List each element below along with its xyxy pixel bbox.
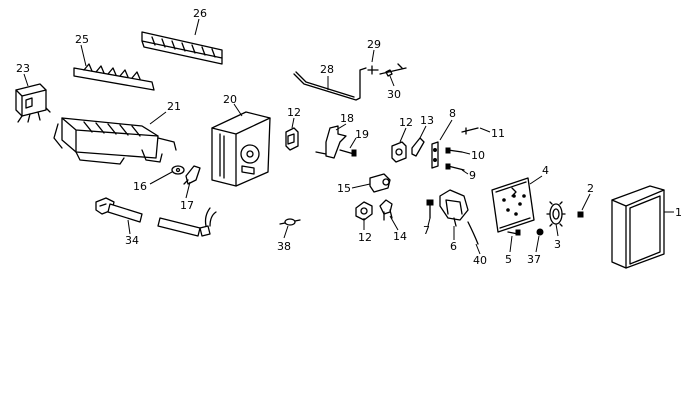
heater-harness — [157, 207, 217, 237]
part-9-screw — [445, 163, 469, 175]
callout-16: 16 — [133, 180, 147, 193]
callout-25: 25 — [75, 33, 89, 46]
part-40-wire — [467, 221, 481, 255]
callout-34: 34 — [125, 234, 139, 247]
callout-12-c: 12 — [358, 231, 372, 244]
callout-9: 9 — [469, 169, 476, 182]
callout-37: 37 — [527, 253, 541, 266]
part-12-clip-b — [391, 127, 407, 163]
callout-23: 23 — [16, 62, 30, 75]
part-34-fill-tube — [95, 197, 143, 235]
part-19-screw — [339, 137, 357, 157]
part-16-nut — [149, 165, 185, 185]
part-4-plate — [491, 175, 543, 233]
part-28-arm — [293, 67, 367, 101]
part-12-clip-c — [355, 201, 373, 230]
callout-7: 7 — [423, 224, 430, 237]
callout-2: 2 — [587, 182, 594, 195]
callout-13: 13 — [420, 114, 434, 127]
callout-21: 21 — [167, 100, 181, 113]
part-13-cam — [411, 125, 427, 157]
part-18-bracket — [315, 123, 347, 159]
part-25-ejector — [73, 44, 155, 91]
callout-4: 4 — [542, 164, 549, 177]
callout-20: 20 — [223, 93, 237, 106]
callout-19: 19 — [355, 128, 369, 141]
part-11-screw — [461, 127, 491, 135]
part-5-screw — [507, 229, 521, 253]
callout-40: 40 — [473, 254, 487, 267]
callout-12-b: 12 — [399, 116, 413, 129]
part-1-cover — [611, 185, 674, 269]
callout-labels: 26 25 23 21 20 12 28 29 30 18 19 12 13 8… — [16, 7, 682, 267]
callout-15: 15 — [337, 182, 351, 195]
part-21-ice-mold — [53, 111, 177, 165]
callout-17: 17 — [180, 199, 194, 212]
callout-10: 10 — [471, 149, 485, 162]
callout-3: 3 — [554, 238, 561, 251]
callout-6: 6 — [450, 240, 457, 253]
part-3-gear — [546, 201, 566, 237]
part-8-lever — [431, 119, 453, 169]
part-14-clip — [379, 199, 399, 231]
callout-5: 5 — [505, 253, 512, 266]
part-7-screw — [426, 199, 434, 227]
part-37-screw — [535, 228, 544, 253]
callout-12-a: 12 — [287, 106, 301, 119]
part-26-comb-bar — [141, 18, 223, 65]
part-10-screw — [445, 147, 471, 155]
callout-28: 28 — [320, 63, 334, 76]
callout-14: 14 — [393, 230, 407, 243]
part-29-screw — [367, 49, 379, 75]
callout-18: 18 — [340, 112, 354, 125]
callout-11: 11 — [491, 127, 505, 140]
callout-30: 30 — [387, 88, 401, 101]
part-38-clip — [279, 218, 301, 239]
callout-29: 29 — [367, 38, 381, 51]
part-2-screw — [577, 193, 591, 218]
part-6-motor — [439, 189, 469, 240]
callout-8: 8 — [449, 107, 456, 120]
callout-1: 1 — [675, 206, 682, 219]
part-17-thermostat — [183, 165, 201, 199]
part-30-screw — [379, 63, 407, 87]
part-15-gear-shaft — [351, 173, 391, 193]
part-20-housing — [211, 103, 271, 187]
part-12-clip-a — [285, 117, 299, 151]
callout-38: 38 — [277, 240, 291, 253]
part-23-motor — [15, 73, 51, 123]
callout-26: 26 — [193, 7, 207, 20]
